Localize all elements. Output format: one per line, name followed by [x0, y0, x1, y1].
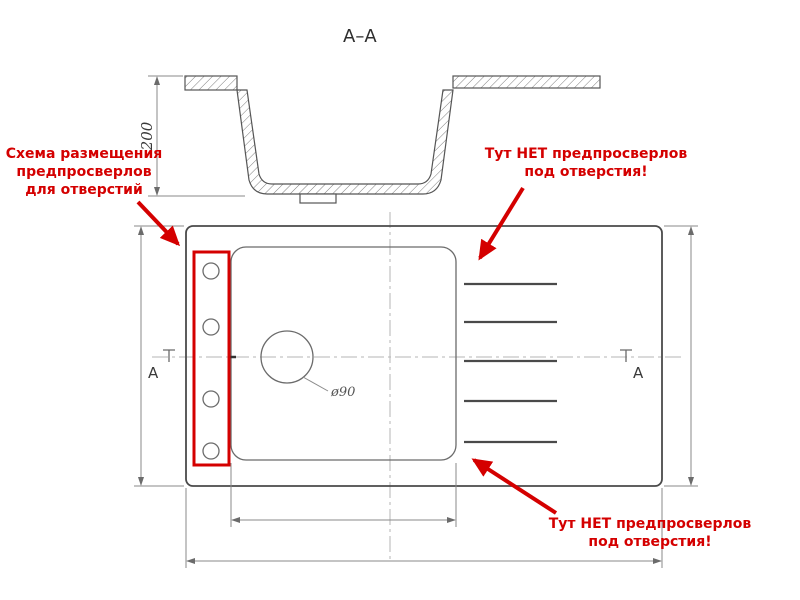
annotation-bottom-right-block: Тут НЕТ предпросверлов под отверстия!	[471, 458, 752, 550]
section-drain-fitting	[299, 193, 337, 204]
basin-outline	[230, 246, 457, 461]
annotation-top-right-arrow	[478, 186, 525, 261]
depth-dimension-label: 200	[138, 121, 156, 151]
section-marker-left-label: A	[148, 364, 159, 382]
predrill-hole	[202, 442, 220, 460]
drain-diameter-label: ø90	[330, 385, 355, 400]
section-right-deck	[452, 75, 601, 89]
annotation-bottom-right-arrow	[471, 458, 558, 515]
drain-leader-line	[302, 376, 329, 392]
annotation-bottom-right-line1: Тут НЕТ предпросверлов	[549, 516, 752, 532]
dimension-left-height	[134, 225, 184, 487]
predrill-hole	[202, 390, 220, 408]
predrill-hole	[202, 318, 220, 336]
annotation-top-right-block: Тут НЕТ предпросверлов под отверстия!	[478, 146, 688, 261]
annotation-top-right-line2: под отверстия!	[524, 164, 647, 180]
drain: ø90	[260, 330, 355, 400]
dimension-basin-width	[230, 463, 457, 527]
section-marker-right-label: A	[633, 364, 644, 382]
annotation-bottom-right-line2: под отверстия!	[588, 534, 711, 550]
plan-view: ø90 A A	[134, 212, 698, 568]
section-title: A–A	[343, 26, 377, 47]
annotation-left-block: Схема размещения предпросверлов для отве…	[6, 146, 181, 247]
section-marker-left: A	[148, 349, 175, 382]
dimension-overall-width	[185, 488, 663, 568]
annotation-left-line1: Схема размещения	[6, 146, 163, 162]
dimension-right-height	[664, 225, 698, 487]
drainboard-grooves	[464, 282, 557, 444]
sink-outline	[185, 225, 663, 487]
section-depth-dimension: 200	[138, 75, 245, 197]
annotation-left-line2: предпросверлов	[16, 164, 151, 180]
section-basin-shell	[236, 89, 454, 195]
section-view: A–A 200	[138, 26, 601, 204]
annotation-left-line3: для отверстий	[25, 182, 143, 198]
annotation-left-arrow	[136, 200, 181, 247]
predrill-holes	[202, 262, 220, 460]
predrill-hole	[202, 262, 220, 280]
predrill-highlight-rect	[192, 250, 231, 467]
annotation-top-right-line1: Тут НЕТ предпросверлов	[485, 146, 688, 162]
section-marker-right: A	[620, 349, 644, 382]
section-left-rim	[184, 75, 238, 91]
drain-circle	[260, 330, 314, 384]
